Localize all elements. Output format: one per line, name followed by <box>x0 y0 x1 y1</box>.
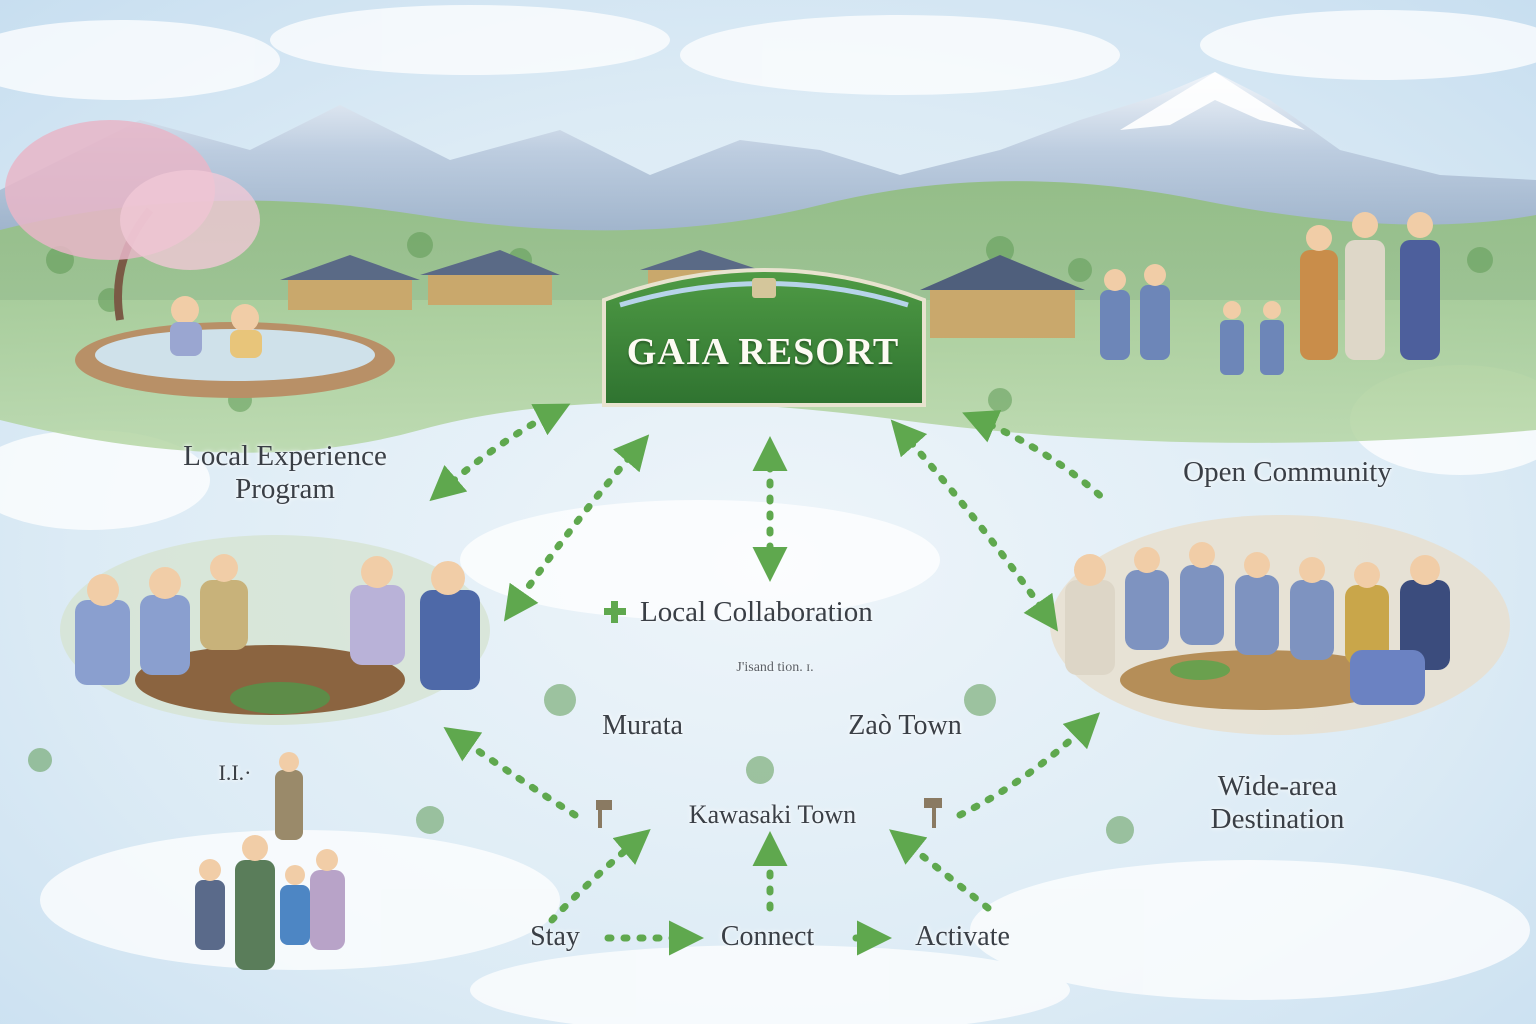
arrow-kawasaki-to-left <box>443 727 579 819</box>
village-houses-left <box>280 250 560 310</box>
community-dining-scene <box>1050 515 1510 735</box>
label-activate: Activate <box>915 921 1010 952</box>
tourist-group-top-right <box>1100 212 1440 375</box>
gaia-resort-sign <box>602 268 926 407</box>
arrow-kawasaki-to-right <box>956 712 1101 819</box>
arrow-sign-to-community <box>962 410 1109 504</box>
arrow-sign-to-left <box>503 434 650 622</box>
signpost-icons <box>596 798 942 828</box>
label-murata: Murata <box>602 710 683 741</box>
label-zao-town: Zaò Town <box>848 710 962 741</box>
arrow-sign-to-experience <box>429 403 571 502</box>
label-local-experience: Local Experience Program <box>183 440 387 506</box>
arrow-activate-to-kawasaki <box>889 829 992 912</box>
sign-title: GAIA RESORT <box>626 331 900 373</box>
label-wide-area-destination: Wide-area Destination <box>1210 770 1345 836</box>
flow-arrows <box>429 403 1109 956</box>
arrow-sign-to-right <box>890 419 1059 632</box>
local-workshop-scene <box>60 535 490 725</box>
label-stay: Stay <box>530 921 580 952</box>
label-local-collaboration: Local Collaboration <box>640 596 873 628</box>
cherry-blossom-tree <box>5 120 260 321</box>
label-small-left: I.I.· <box>218 760 252 785</box>
label-open-community: Open Community <box>1183 456 1392 488</box>
plus-icon <box>604 601 626 623</box>
label-small-caption: Ј'isand tion. ɪ. <box>736 660 814 675</box>
label-connect: Connect <box>720 921 815 952</box>
hot-spring-bath-scene <box>75 296 395 398</box>
hiking-family-scene <box>195 752 345 970</box>
label-kawasaki-town: Kawasaki Town <box>688 800 857 829</box>
